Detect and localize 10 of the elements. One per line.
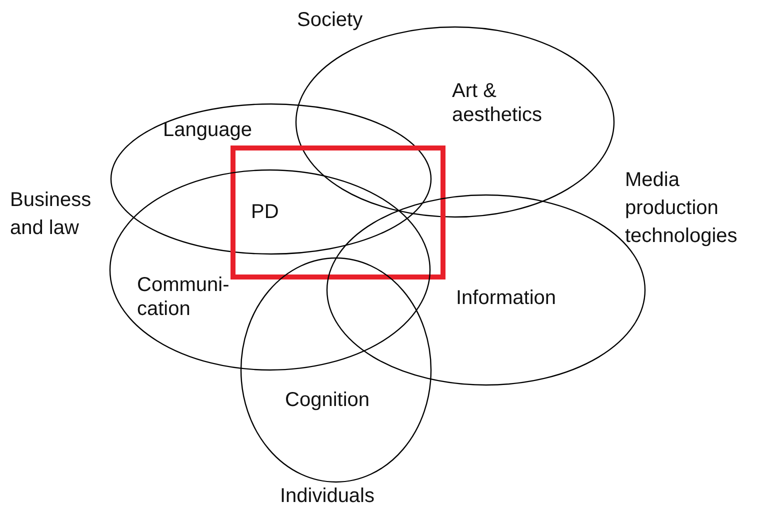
domain-label: Individuals bbox=[280, 484, 376, 508]
set-label: Art & aesthetics bbox=[452, 79, 544, 127]
set-label: Language bbox=[163, 118, 253, 142]
set-label: Information bbox=[456, 286, 558, 310]
focus-label: PD bbox=[251, 200, 280, 224]
domain-label: Media production technologies bbox=[625, 168, 738, 249]
set-label: Cognition bbox=[285, 388, 371, 412]
domain-label: Society bbox=[297, 8, 364, 33]
domain-label: Business and law bbox=[10, 188, 92, 241]
set-label: Communi- cation bbox=[137, 273, 230, 321]
